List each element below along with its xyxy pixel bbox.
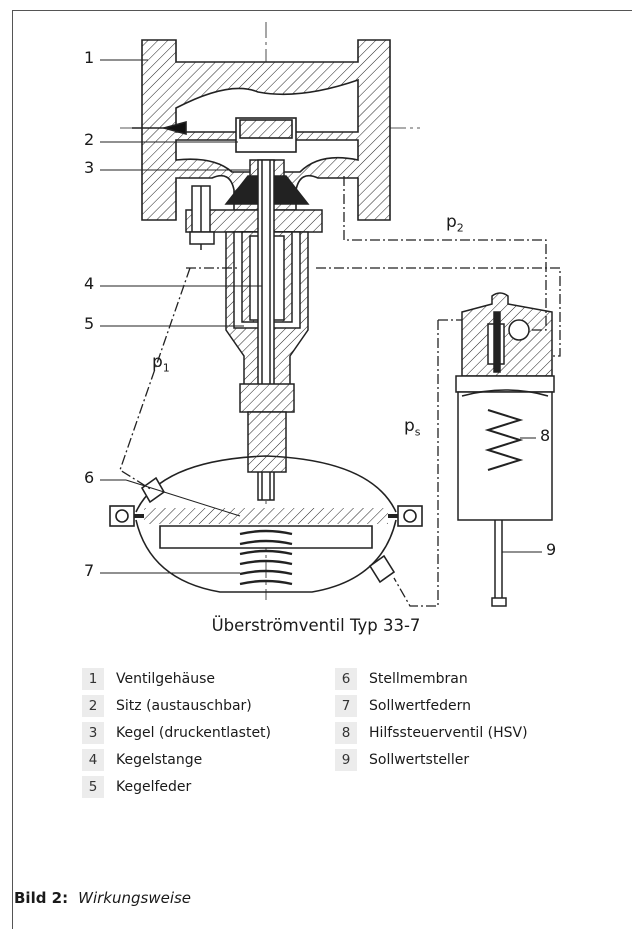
leader-lines <box>100 59 542 574</box>
legend-number: 7 <box>335 695 357 717</box>
pressure-ps-symbol: p <box>404 416 415 436</box>
pressure-p2-symbol: p <box>446 212 457 232</box>
figure-caption: Überströmventil Typ 33-7 <box>211 616 421 635</box>
callout-4: 4 <box>84 274 95 293</box>
callout-1: 1 <box>84 48 95 67</box>
pressure-label-p2: p2 <box>446 212 464 234</box>
figure-frame <box>12 10 632 929</box>
control-lines <box>119 176 561 607</box>
legend-text: Sitz (austauschbar) <box>116 698 252 714</box>
legend-text: Hilfssteuerventil (HSV) <box>369 725 528 741</box>
figure-label: Bild 2: Wirkungsweise <box>14 889 191 907</box>
valve-body <box>132 39 391 221</box>
callout-7: 7 <box>84 561 95 580</box>
pressure-ps-sub: s <box>414 425 421 439</box>
legend-number: 8 <box>335 722 357 744</box>
legend-number: 4 <box>82 749 104 771</box>
spring-housing <box>225 159 309 501</box>
legend-text: Sollwertfedern <box>369 698 471 714</box>
legend-number: 6 <box>335 668 357 690</box>
callout-6: 6 <box>84 468 95 487</box>
pilot-valve <box>455 292 555 607</box>
legend-text: Kegel (druckentlastet) <box>116 725 272 741</box>
plug-and-bonnet <box>185 159 323 250</box>
pressure-label-ps: ps <box>404 416 421 438</box>
callout-8: 8 <box>540 426 551 445</box>
callout-9: 9 <box>546 540 557 559</box>
callout-3: 3 <box>84 158 95 177</box>
figure-title: Wirkungsweise <box>78 889 192 907</box>
legend-text: Ventilgehäuse <box>116 671 215 687</box>
diaphragm-actuator <box>109 455 423 593</box>
callout-5: 5 <box>84 314 95 333</box>
legend-text: Sollwertsteller <box>369 752 470 768</box>
legend-number: 1 <box>82 668 104 690</box>
legend-text: Kegelstange <box>116 752 203 768</box>
callout-2: 2 <box>84 130 95 149</box>
legend-number: 5 <box>82 776 104 798</box>
legend-text: Stellmembran <box>369 671 468 687</box>
pressure-p1-symbol: p <box>152 352 163 372</box>
figure-number: Bild 2: <box>14 889 69 907</box>
pressure-p1-sub: 1 <box>162 361 170 375</box>
pressure-p2-sub: 2 <box>456 221 464 235</box>
legend-number: 9 <box>335 749 357 771</box>
legend-number: 2 <box>82 695 104 717</box>
pressure-label-p1: p1 <box>152 352 170 374</box>
legend-text: Kegelfeder <box>116 779 192 795</box>
legend-number: 3 <box>82 722 104 744</box>
